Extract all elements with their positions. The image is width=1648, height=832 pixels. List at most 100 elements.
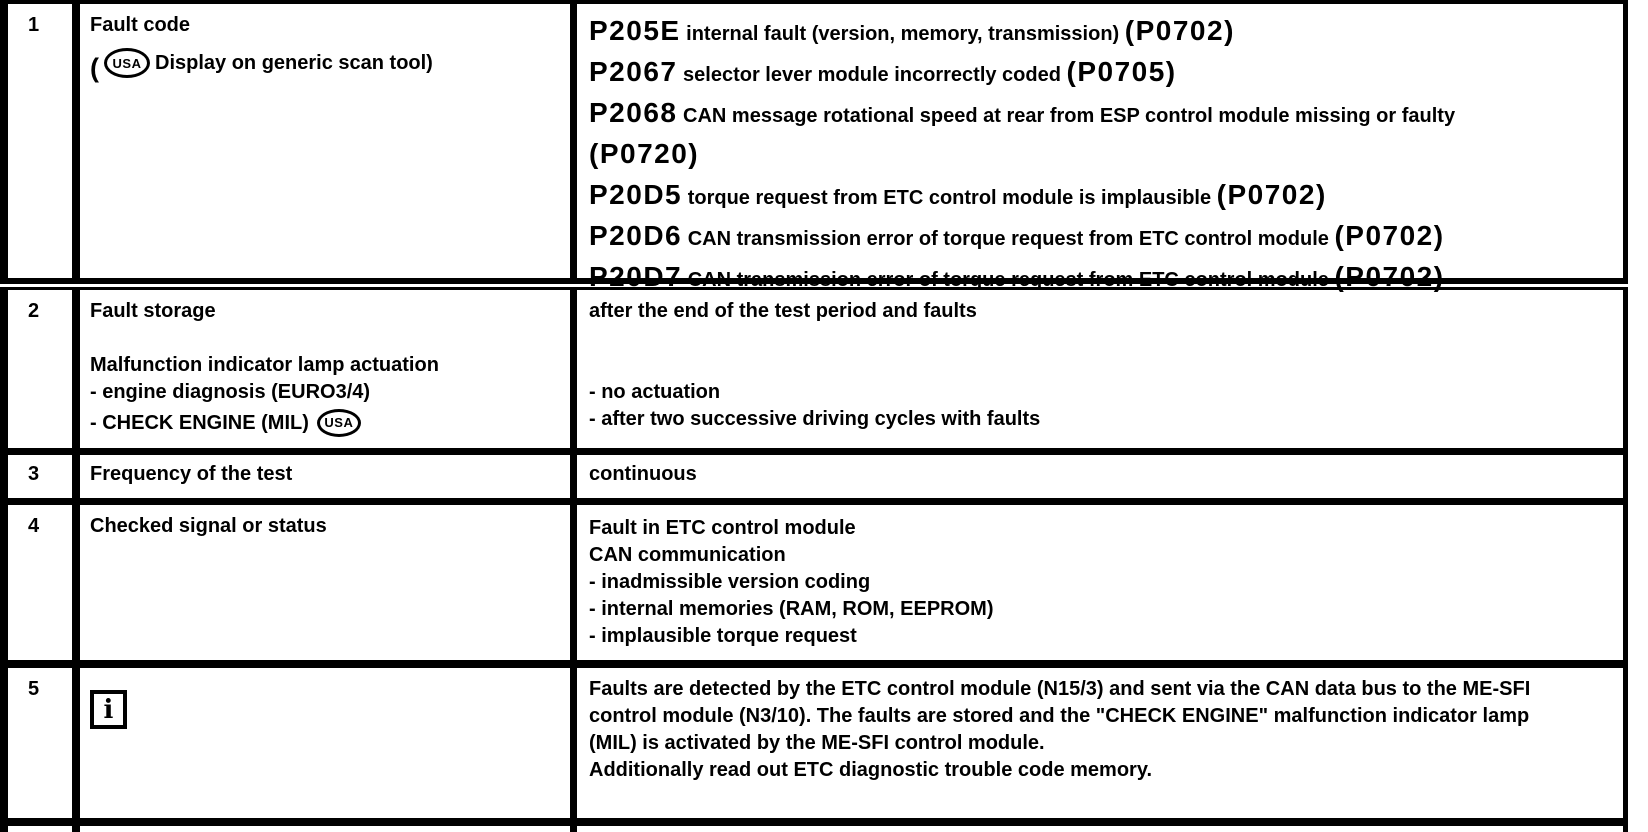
column-divider [72, 4, 80, 278]
info-icon-glyph: i [103, 694, 114, 725]
table-row: 2 Fault storage Malfunction indicator la… [0, 290, 1628, 448]
fault-code: P2068 [589, 97, 678, 128]
usa-badge-label: USA [112, 55, 142, 71]
row-separator [0, 818, 1628, 826]
label-line: - engine diagnosis (EURO3/4) [90, 381, 371, 403]
fault-code-desc: torque request from ETC control module i… [687, 187, 1212, 209]
row-number-cell: 2 [8, 290, 72, 448]
row-number: 1 [28, 14, 40, 36]
column-divider [570, 290, 577, 448]
value-line: CAN communication [589, 544, 786, 566]
usa-badge-label: USA [324, 415, 354, 430]
column-divider [72, 668, 80, 818]
table-row: 4 Checked signal or status Fault in ETC … [0, 505, 1628, 660]
table-left-border [0, 290, 8, 448]
row-value-cell [577, 826, 1623, 832]
row-value-cell: P205E internal fault (version, memory, t… [577, 4, 1623, 292]
column-divider [570, 505, 577, 660]
table-top-border [0, 0, 1628, 4]
row-value-cell: after the end of the test period and fau… [577, 290, 1623, 448]
row-value-cell: continuous [577, 455, 1623, 498]
row-number: 5 [28, 678, 40, 700]
info-note: Additionally read out ETC diagnostic tro… [589, 759, 1153, 781]
row-label-cell [80, 826, 570, 832]
column-divider [72, 505, 80, 660]
row-label-cell: Frequency of the test [80, 455, 570, 498]
label-line: Malfunction indicator lamp actuation [90, 354, 439, 376]
value-line: - after two successive driving cycles wi… [589, 408, 1041, 430]
row-label: Fault code [90, 14, 191, 36]
fault-code-desc: selector lever module incorrectly coded [683, 64, 1061, 86]
mil-label: - CHECK ENGINE (MIL) [90, 412, 309, 434]
table-left-border [0, 505, 8, 660]
row-label-cell: Checked signal or status [80, 505, 570, 660]
value-line: Fault in ETC control module [589, 517, 856, 539]
double-row-separator [0, 278, 1628, 290]
info-paragraph: Faults are detected by the ETC control m… [589, 678, 1531, 754]
value-line: - internal memories (RAM, ROM, EEPROM) [589, 598, 994, 620]
row-separator [0, 448, 1628, 455]
fault-code-desc: CAN message rotational speed at rear fro… [683, 105, 1456, 127]
row-separator [0, 660, 1628, 668]
row-number: 3 [28, 463, 40, 485]
row-separator [0, 498, 1628, 505]
column-divider [72, 826, 80, 832]
fault-code-line: P205E internal fault (version, memory, t… [589, 12, 1569, 53]
spacer-line [589, 325, 1613, 352]
row-label-cell: i [80, 668, 570, 818]
table-row: 1 Fault code ( USA Display on generic sc… [0, 4, 1628, 292]
usa-badge-icon: USA [104, 48, 150, 78]
table-row: 3 Frequency of the test continuous [0, 455, 1628, 498]
generic-code: (P0702) [1124, 15, 1235, 46]
table-left-border [0, 826, 8, 832]
table-row-partial [0, 826, 1628, 832]
generic-code: (P0702) [1334, 261, 1445, 292]
column-divider [72, 290, 80, 448]
row-number: 4 [28, 515, 40, 537]
column-divider [570, 668, 577, 818]
generic-code: (P0720) [589, 138, 700, 169]
spacer-line [90, 325, 562, 352]
row-number-cell: 5 [8, 668, 72, 818]
fault-code-desc: internal fault (version, memory, transmi… [686, 23, 1120, 45]
fault-code: P20D5 [589, 179, 683, 210]
value-line: - implausible torque request [589, 625, 857, 647]
table-right-border [1623, 4, 1628, 278]
table-right-border [1623, 505, 1628, 660]
spacer-line [589, 352, 1613, 379]
value-line: - inadmissible version coding [589, 571, 871, 593]
fault-code-desc: CAN transmission error of torque request… [687, 228, 1329, 250]
row-value-cell: Fault in ETC control module CAN communic… [577, 505, 1623, 660]
scan-tool-note-line: ( USA Display on generic scan tool) [90, 45, 562, 83]
open-paren: ( [90, 53, 99, 83]
fault-code: P205E [589, 15, 681, 46]
fault-code-line: P2067 selector lever module incorrectly … [589, 53, 1569, 94]
fault-code-line: P20D5 torque request from ETC control mo… [589, 176, 1569, 217]
row-label-cell: Fault code ( USA Display on generic scan… [80, 4, 570, 278]
fault-code-line: P2068 CAN message rotational speed at re… [589, 94, 1569, 176]
table-left-border [0, 455, 8, 498]
fault-code-desc: CAN transmission error of torque request… [687, 269, 1329, 291]
row-number-cell [8, 826, 72, 832]
fault-code-line: P20D7 CAN transmission error of torque r… [589, 258, 1569, 299]
table-row: 5 i Faults are detected by the ETC contr… [0, 668, 1628, 818]
column-divider [570, 455, 577, 498]
row-value-cell: Faults are detected by the ETC control m… [577, 668, 1623, 818]
generic-code: (P0702) [1334, 220, 1445, 251]
table-left-border [0, 4, 8, 278]
info-icon: i [90, 690, 127, 729]
value-line: continuous [589, 463, 697, 485]
fault-code-line: P20D6 CAN transmission error of torque r… [589, 217, 1569, 258]
column-divider [570, 826, 577, 832]
table-right-border [1623, 290, 1628, 448]
row-number-cell: 4 [8, 505, 72, 660]
fault-code: P20D7 [589, 261, 683, 292]
row-label-cell: Fault storage Malfunction indicator lamp… [80, 290, 570, 448]
fault-code: P2067 [589, 56, 678, 87]
scan-tool-note: Display on generic scan tool) [155, 51, 433, 74]
row-label: Fault storage [90, 300, 216, 322]
row-number-cell: 3 [8, 455, 72, 498]
usa-badge-icon: USA [316, 409, 361, 437]
table-right-border [1623, 826, 1628, 832]
